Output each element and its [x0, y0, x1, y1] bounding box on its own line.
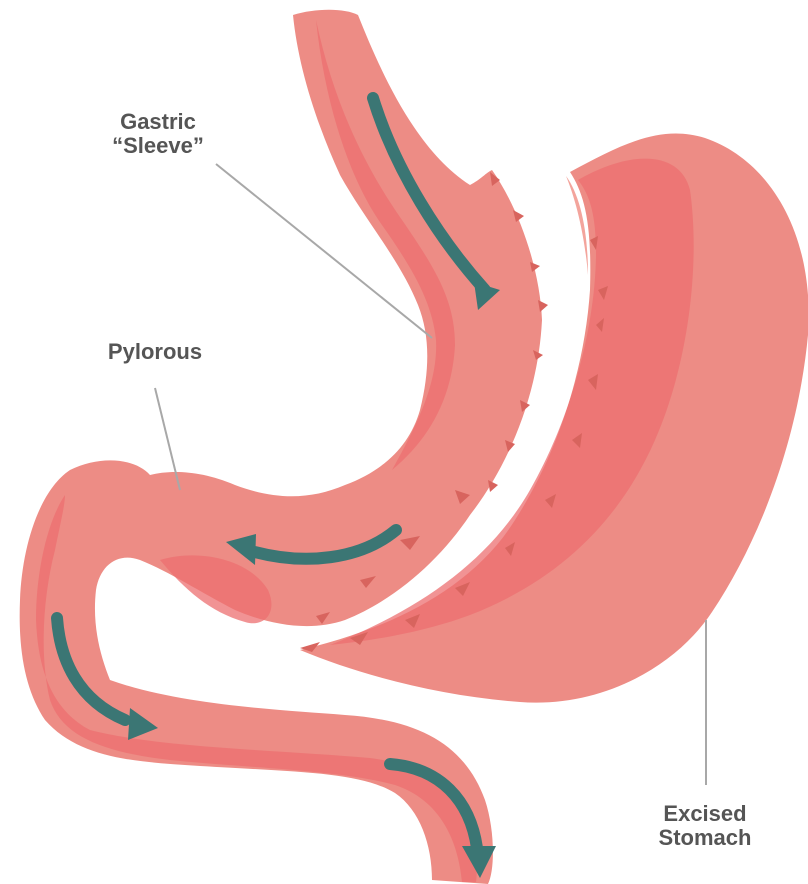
pylorous-label: Pylorous	[70, 340, 240, 364]
excised-stomach-label: Excised Stomach	[630, 802, 780, 850]
gastric-sleeve-label: Gastric “Sleeve”	[78, 110, 238, 158]
